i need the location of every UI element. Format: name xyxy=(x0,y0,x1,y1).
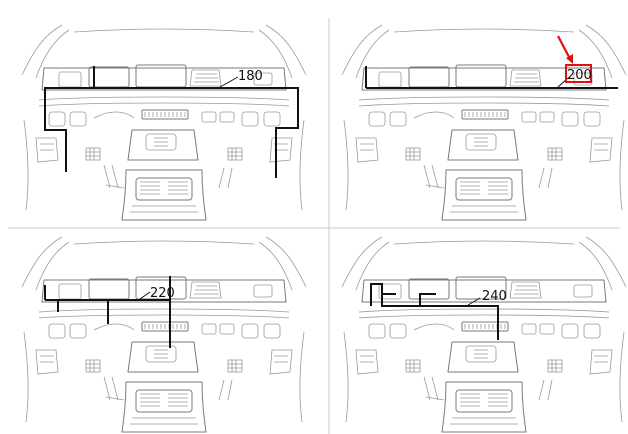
panel-220: 220 xyxy=(21,236,307,433)
panel-180: 180 xyxy=(21,24,307,221)
harness-outline-200 xyxy=(365,66,618,89)
leader-line-220 xyxy=(139,291,151,300)
panel-200: 200 xyxy=(341,24,627,221)
leader-line-240 xyxy=(467,297,481,306)
harness-outline-220 xyxy=(44,276,171,348)
harness-branch-220 xyxy=(57,300,109,324)
highlight-box-200 xyxy=(565,64,592,83)
panel-label-180: 180 xyxy=(238,69,263,84)
panel-label-240: 240 xyxy=(482,289,507,304)
panel-240: 240 xyxy=(341,236,627,433)
panel-label-220: 220 xyxy=(150,286,175,301)
panel-label-200: 200 xyxy=(567,68,592,83)
leader-line-180 xyxy=(219,76,239,88)
harness-outline-180 xyxy=(44,87,299,178)
red-arrow-icon xyxy=(557,35,573,64)
harness-branch-240 xyxy=(382,293,436,306)
